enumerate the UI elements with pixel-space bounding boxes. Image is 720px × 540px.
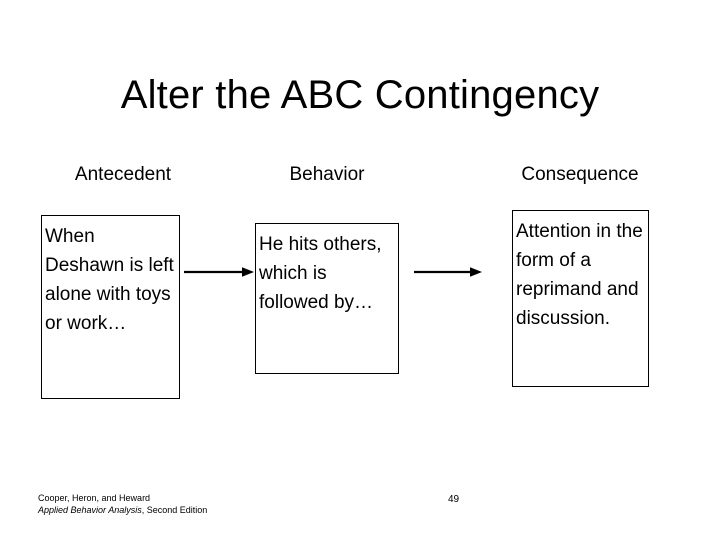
consequence-box: Attention in the form of a reprimand and… <box>512 210 649 387</box>
arrow-right-icon-behavior-to-consequence <box>414 267 482 277</box>
page-number: 49 <box>448 494 460 505</box>
citation-edition: , Second Edition <box>141 505 208 515</box>
column-header-behavior: Behavior <box>289 164 365 185</box>
column-header-consequence: Consequence <box>521 164 639 185</box>
behavior-box: He hits others, which is followed by… <box>255 223 399 374</box>
page-title: Alter the ABC Contingency <box>120 73 600 117</box>
antecedent-box: When Deshawn is left alone with toys or … <box>41 215 180 399</box>
citation-source: Applied Behavior Analysis, Second Editio… <box>38 504 207 516</box>
citation-book-title: Applied Behavior Analysis <box>38 505 142 515</box>
arrow-right-icon-antecedent-to-behavior <box>184 267 254 277</box>
citation-authors: Cooper, Heron, and Heward <box>38 493 151 503</box>
citation-footer: Cooper, Heron, and Heward Applied Behavi… <box>38 492 207 516</box>
column-header-antecedent: Antecedent <box>74 164 172 185</box>
